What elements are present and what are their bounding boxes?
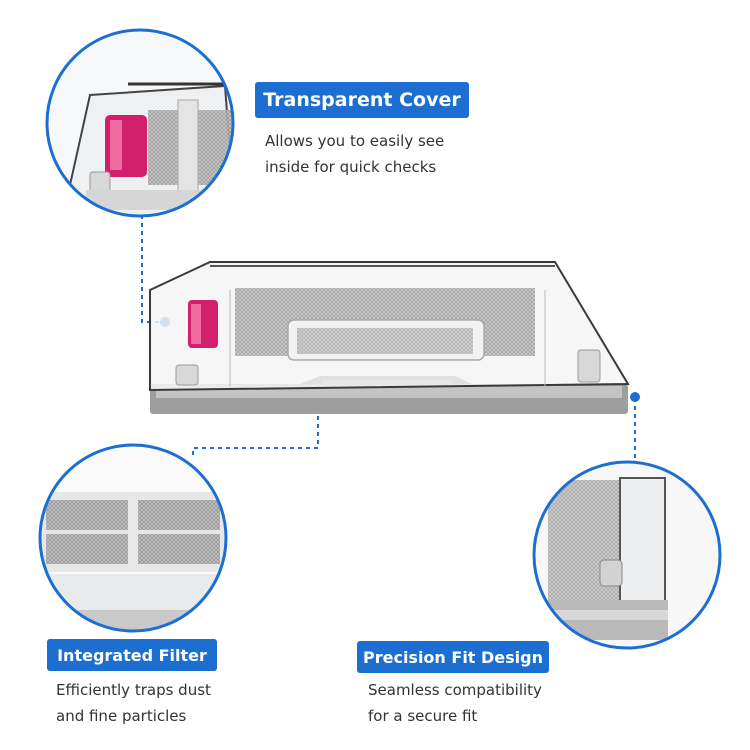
filter-description-line2: and fine particles <box>56 707 187 725</box>
cover-title-badge: Transparent Cover <box>255 82 469 118</box>
filter-description-line1: Efficiently traps dust <box>56 681 211 699</box>
cover-description-line2: inside for quick checks <box>265 158 437 176</box>
fit-description: Seamless compatibility for a secure fit <box>368 677 542 729</box>
dot-fit <box>630 392 640 402</box>
filter-title-badge: Integrated Filter <box>47 639 217 671</box>
cover-description: Allows you to easily see inside for quic… <box>265 128 444 180</box>
fit-description-line2: for a secure fit <box>368 707 478 725</box>
detail-cover-image <box>45 28 235 218</box>
filter-description: Efficiently traps dust and fine particle… <box>56 677 211 729</box>
detail-filter-image <box>38 443 228 633</box>
main-product-image <box>149 261 630 414</box>
fit-title-badge: Precision Fit Design <box>357 641 549 673</box>
cover-description-line1: Allows you to easily see <box>265 132 445 150</box>
connector-filter <box>192 400 319 458</box>
fit-description-line1: Seamless compatibility <box>368 681 542 699</box>
detail-fit-image <box>532 460 722 650</box>
